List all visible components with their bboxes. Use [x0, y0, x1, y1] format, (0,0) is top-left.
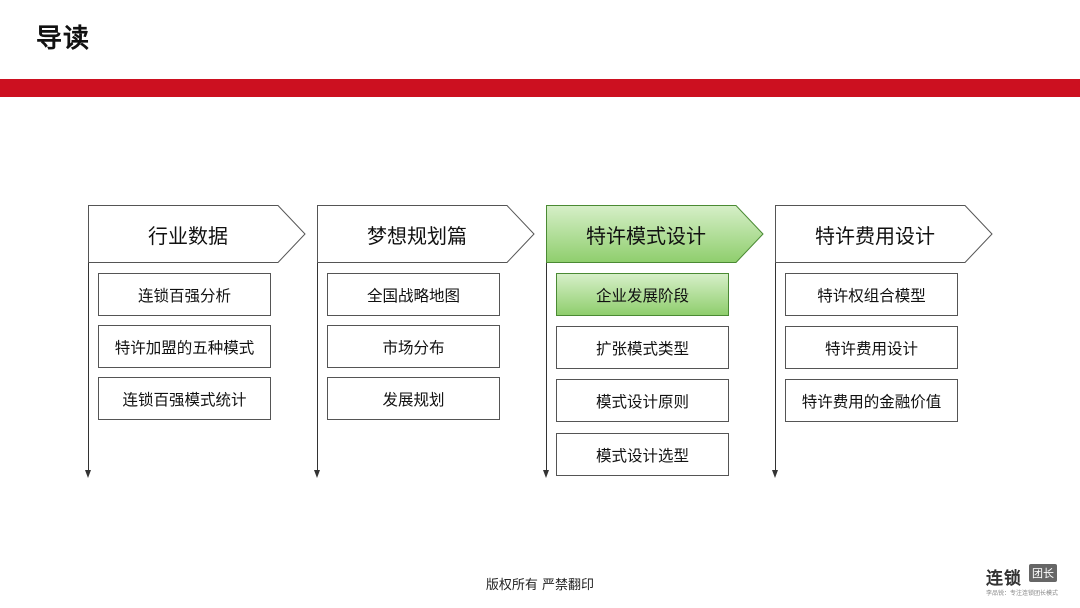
- list-item[interactable]: 特许权组合模型: [785, 273, 958, 316]
- column-franchise-fee: 特许费用设计 特许权组合模型 特许费用设计 特许费用的金融价值: [772, 205, 995, 478]
- list-item[interactable]: 连锁百强分析: [98, 273, 271, 316]
- column-industry-data: 行业数据 连锁百强分析 特许加盟的五种模式 连锁百强模式统计: [85, 205, 308, 478]
- list-item[interactable]: 全国战略地图: [327, 273, 500, 316]
- chevron-shape: [775, 205, 993, 263]
- copyright-footer: 版权所有 严禁翻印: [485, 578, 595, 593]
- list-item-active[interactable]: 企业发展阶段: [556, 273, 729, 316]
- brand-logo: 连锁 团长 李品锐：专注连锁团长模式: [986, 562, 1062, 598]
- list-item[interactable]: 连锁百强模式统计: [98, 377, 271, 420]
- column-heading-active[interactable]: 特许模式设计: [546, 205, 764, 263]
- column-dream-planning: 梦想规划篇 全国战略地图 市场分布 发展规划: [314, 205, 537, 478]
- chevron-shape: [88, 205, 306, 263]
- list-item[interactable]: 模式设计原则: [556, 379, 729, 422]
- list-item[interactable]: 特许费用的金融价值: [785, 379, 958, 422]
- header-band: [0, 79, 1080, 97]
- column-arrow: [314, 205, 320, 478]
- column-heading[interactable]: 行业数据: [88, 205, 306, 263]
- column-arrow: [85, 205, 91, 478]
- chevron-shape: [317, 205, 535, 263]
- list-item[interactable]: 模式设计选型: [556, 433, 729, 476]
- column-heading[interactable]: 梦想规划篇: [317, 205, 535, 263]
- logo-sub-text: 团长: [1029, 564, 1057, 582]
- column-franchise-model: 特许模式设计 企业发展阶段 扩张模式类型 模式设计原则 模式设计选型: [543, 205, 766, 478]
- list-item[interactable]: 特许加盟的五种模式: [98, 325, 271, 368]
- logo-tagline: 李品锐：专注连锁团长模式: [986, 590, 1059, 597]
- column-heading[interactable]: 特许费用设计: [775, 205, 993, 263]
- list-item[interactable]: 特许费用设计: [785, 326, 958, 369]
- column-heading-label: 行业数据: [148, 223, 228, 248]
- list-item[interactable]: 市场分布: [327, 325, 500, 368]
- list-item[interactable]: 发展规划: [327, 377, 500, 420]
- page-title: 导读: [36, 24, 91, 54]
- logo-main-text: 连锁: [986, 569, 1022, 589]
- column-heading-label: 特许模式设计: [586, 223, 706, 248]
- list-item[interactable]: 扩张模式类型: [556, 326, 729, 369]
- column-arrow: [772, 205, 778, 478]
- chevron-shape: [546, 205, 764, 263]
- column-heading-label: 梦想规划篇: [367, 223, 467, 248]
- column-arrow: [543, 205, 549, 478]
- column-heading-label: 特许费用设计: [815, 223, 935, 248]
